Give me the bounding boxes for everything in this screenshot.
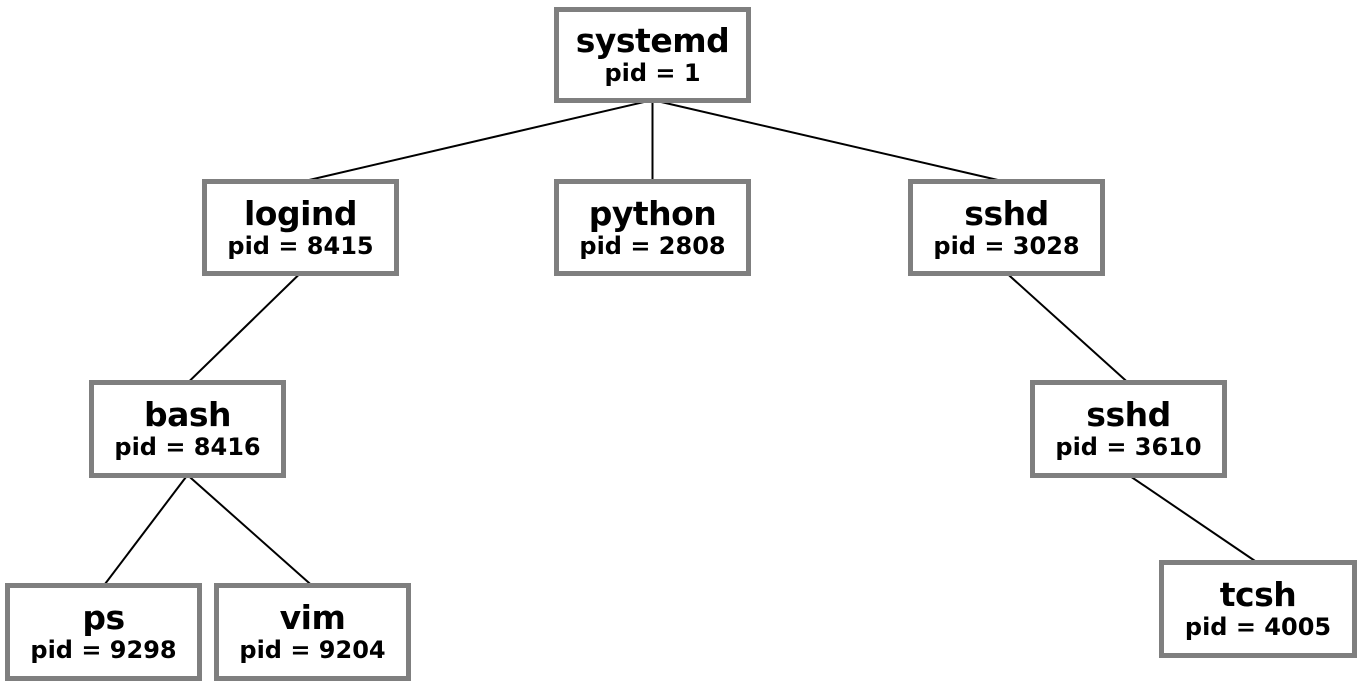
process-name: bash: [143, 395, 232, 434]
process-pid: pid = 9298: [30, 636, 177, 664]
process-node-tcsh: tcsh pid = 4005: [1159, 560, 1357, 658]
process-pid: pid = 3028: [933, 231, 1080, 260]
process-node-logind: logind pid = 8415: [202, 179, 399, 276]
process-name: vim: [279, 598, 346, 637]
edge-systemd-sshd1: [652, 99, 1007, 183]
process-pid: pid = 3610: [1055, 433, 1202, 461]
process-pid: pid = 9204: [239, 636, 386, 664]
process-name: tcsh: [1219, 575, 1297, 614]
process-node-vim: vim pid = 9204: [214, 583, 411, 681]
process-name: logind: [243, 193, 358, 233]
edge-sshd2-tcsh: [1127, 474, 1259, 564]
process-pid: pid = 8415: [227, 231, 374, 260]
edge-sshd1-sshd2: [1005, 272, 1130, 384]
process-node-python: python pid = 2808: [554, 179, 751, 276]
process-name: ps: [82, 598, 125, 637]
process-node-sshd-3028: sshd pid = 3028: [908, 179, 1105, 276]
process-pid: pid = 1: [604, 59, 701, 87]
process-name: python: [588, 193, 717, 233]
process-node-bash: bash pid = 8416: [89, 380, 286, 478]
edge-logind-bash: [186, 272, 302, 384]
edge-bash-ps: [102, 474, 189, 587]
process-node-systemd: systemd pid = 1: [554, 7, 751, 103]
process-node-sshd-3610: sshd pid = 3610: [1030, 380, 1227, 478]
process-name: sshd: [964, 193, 1049, 233]
process-pid: pid = 4005: [1184, 613, 1332, 641]
process-node-ps: ps pid = 9298: [5, 583, 202, 681]
process-name: systemd: [575, 21, 730, 60]
edge-bash-vim: [186, 474, 314, 587]
process-name: sshd: [1086, 395, 1171, 434]
process-pid: pid = 2808: [579, 231, 726, 260]
edge-systemd-logind: [300, 99, 653, 183]
process-pid: pid = 8416: [114, 433, 261, 461]
